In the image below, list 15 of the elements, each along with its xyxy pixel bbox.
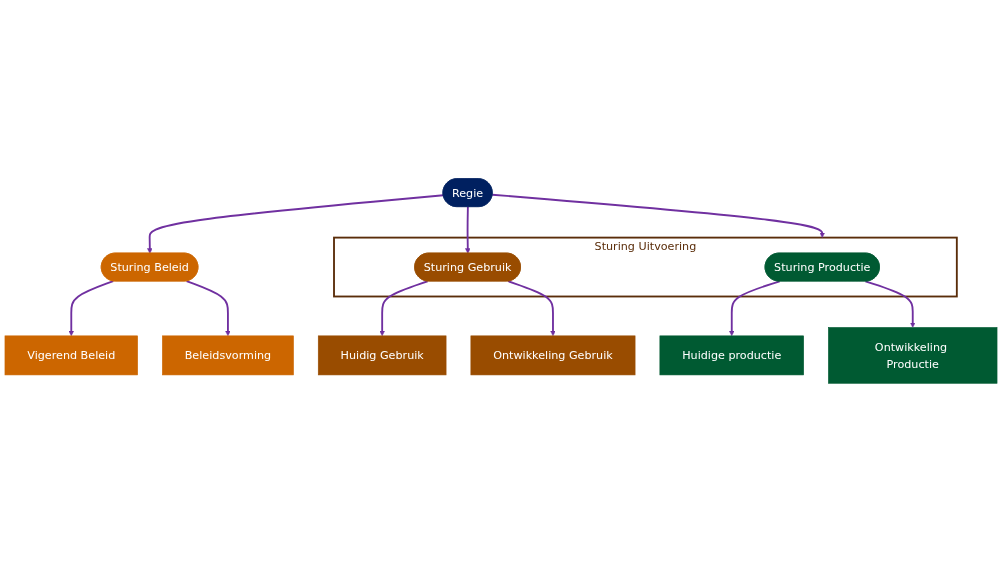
- node-box: Ontwikkeling Productie: [828, 327, 998, 384]
- node-box: Vigerend Beleid: [4, 335, 138, 376]
- arrow: [185, 280, 231, 337]
- arrow: [864, 280, 916, 328]
- arrow: [68, 280, 115, 337]
- arrow: [147, 194, 445, 254]
- arrow: [379, 280, 429, 337]
- node-box: Beleidsvorming: [162, 335, 294, 376]
- node-box: Huidig Gebruik: [317, 335, 447, 376]
- arrow: [465, 206, 471, 254]
- arrow: [729, 280, 781, 337]
- node-box: Huidige productie: [659, 335, 804, 376]
- arrow: [491, 193, 825, 238]
- node-box: Ontwikkeling Gebruik: [470, 335, 636, 376]
- arrow: [507, 280, 556, 337]
